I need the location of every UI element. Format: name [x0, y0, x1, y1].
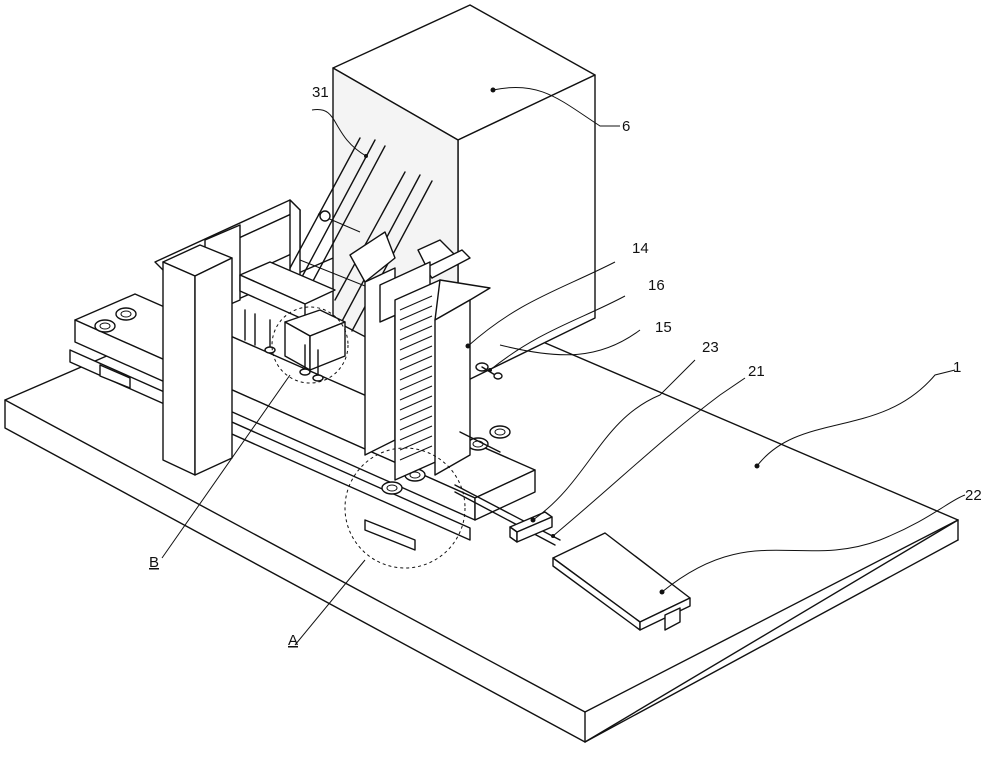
stack-magazine [364, 261, 491, 481]
label-15: 15 [655, 319, 672, 336]
label-b: B [149, 554, 159, 571]
label-1: 1 [953, 359, 961, 376]
push-actuator [454, 484, 691, 631]
locating-pins [459, 362, 503, 453]
label-a: A [288, 632, 298, 649]
label-21: 21 [748, 363, 765, 380]
label-31: 31 [312, 84, 329, 101]
label-6: 6 [622, 118, 630, 135]
reference-labels: 31 6 14 16 15 23 21 1 22 B A [149, 84, 982, 649]
label-22: 22 [965, 487, 982, 504]
label-14: 14 [632, 240, 649, 257]
detail-circles [271, 306, 466, 569]
label-16: 16 [648, 277, 665, 294]
front-pillar [162, 244, 233, 476]
detail-circle-b [271, 306, 349, 384]
label-23: 23 [702, 339, 719, 356]
detail-circle-a [344, 447, 466, 569]
press-mechanism [239, 261, 346, 382]
leader-lines [161, 86, 966, 646]
